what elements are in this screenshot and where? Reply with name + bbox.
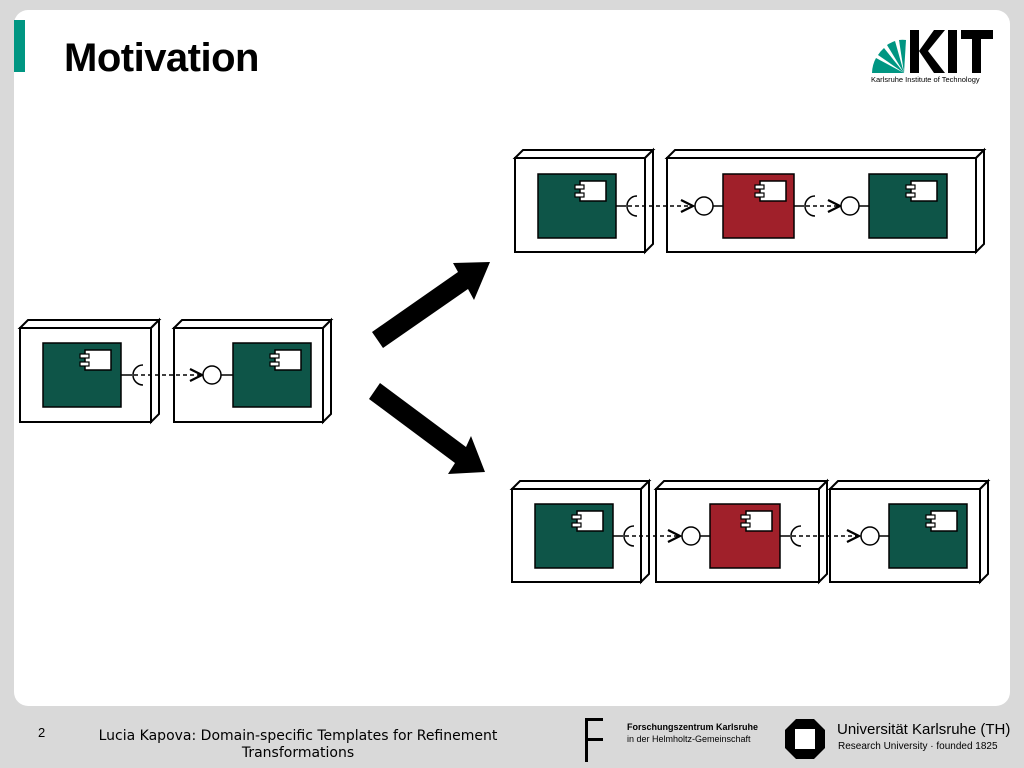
node-left-1	[17, 317, 162, 425]
kit-caption: Karlsruhe Institute of Technology	[871, 75, 980, 84]
kit-logo-icon	[872, 30, 993, 73]
node-top-1	[512, 147, 656, 255]
university-name: Universität Karlsruhe (TH)	[837, 721, 1011, 738]
arrow-down-icon	[369, 383, 485, 474]
connector-top-2	[794, 195, 869, 217]
university-seal-icon	[785, 719, 825, 759]
connector-bottom-1	[613, 525, 710, 547]
arrow-up-icon	[372, 262, 490, 348]
fzk-subtitle: in der Helmholtz-Gemeinschaft	[627, 734, 751, 744]
title-accent-bar	[14, 20, 25, 72]
node-bottom-3	[827, 478, 991, 585]
fzk-name: Forschungszentrum Karlsruhe	[627, 722, 759, 732]
connector-left	[121, 364, 233, 386]
fzk-logo-icon	[585, 718, 603, 762]
node-bottom-1	[509, 478, 652, 585]
page-number: 2	[38, 725, 46, 740]
connector-top-1	[616, 195, 723, 217]
footer-caption: Lucia Kapova: Domain-specific Templates …	[78, 728, 518, 762]
university-subtitle: Research University · founded 1825	[838, 741, 998, 752]
slide-title: Motivation	[64, 36, 259, 80]
node-top-2	[664, 147, 987, 255]
footer-line-1: Lucia Kapova: Domain-specific Templates …	[98, 728, 498, 744]
node-bottom-2	[653, 478, 830, 585]
connector-bottom-2	[780, 525, 889, 547]
node-left-2	[171, 317, 334, 425]
footer-line-2: Transformations	[241, 745, 355, 761]
